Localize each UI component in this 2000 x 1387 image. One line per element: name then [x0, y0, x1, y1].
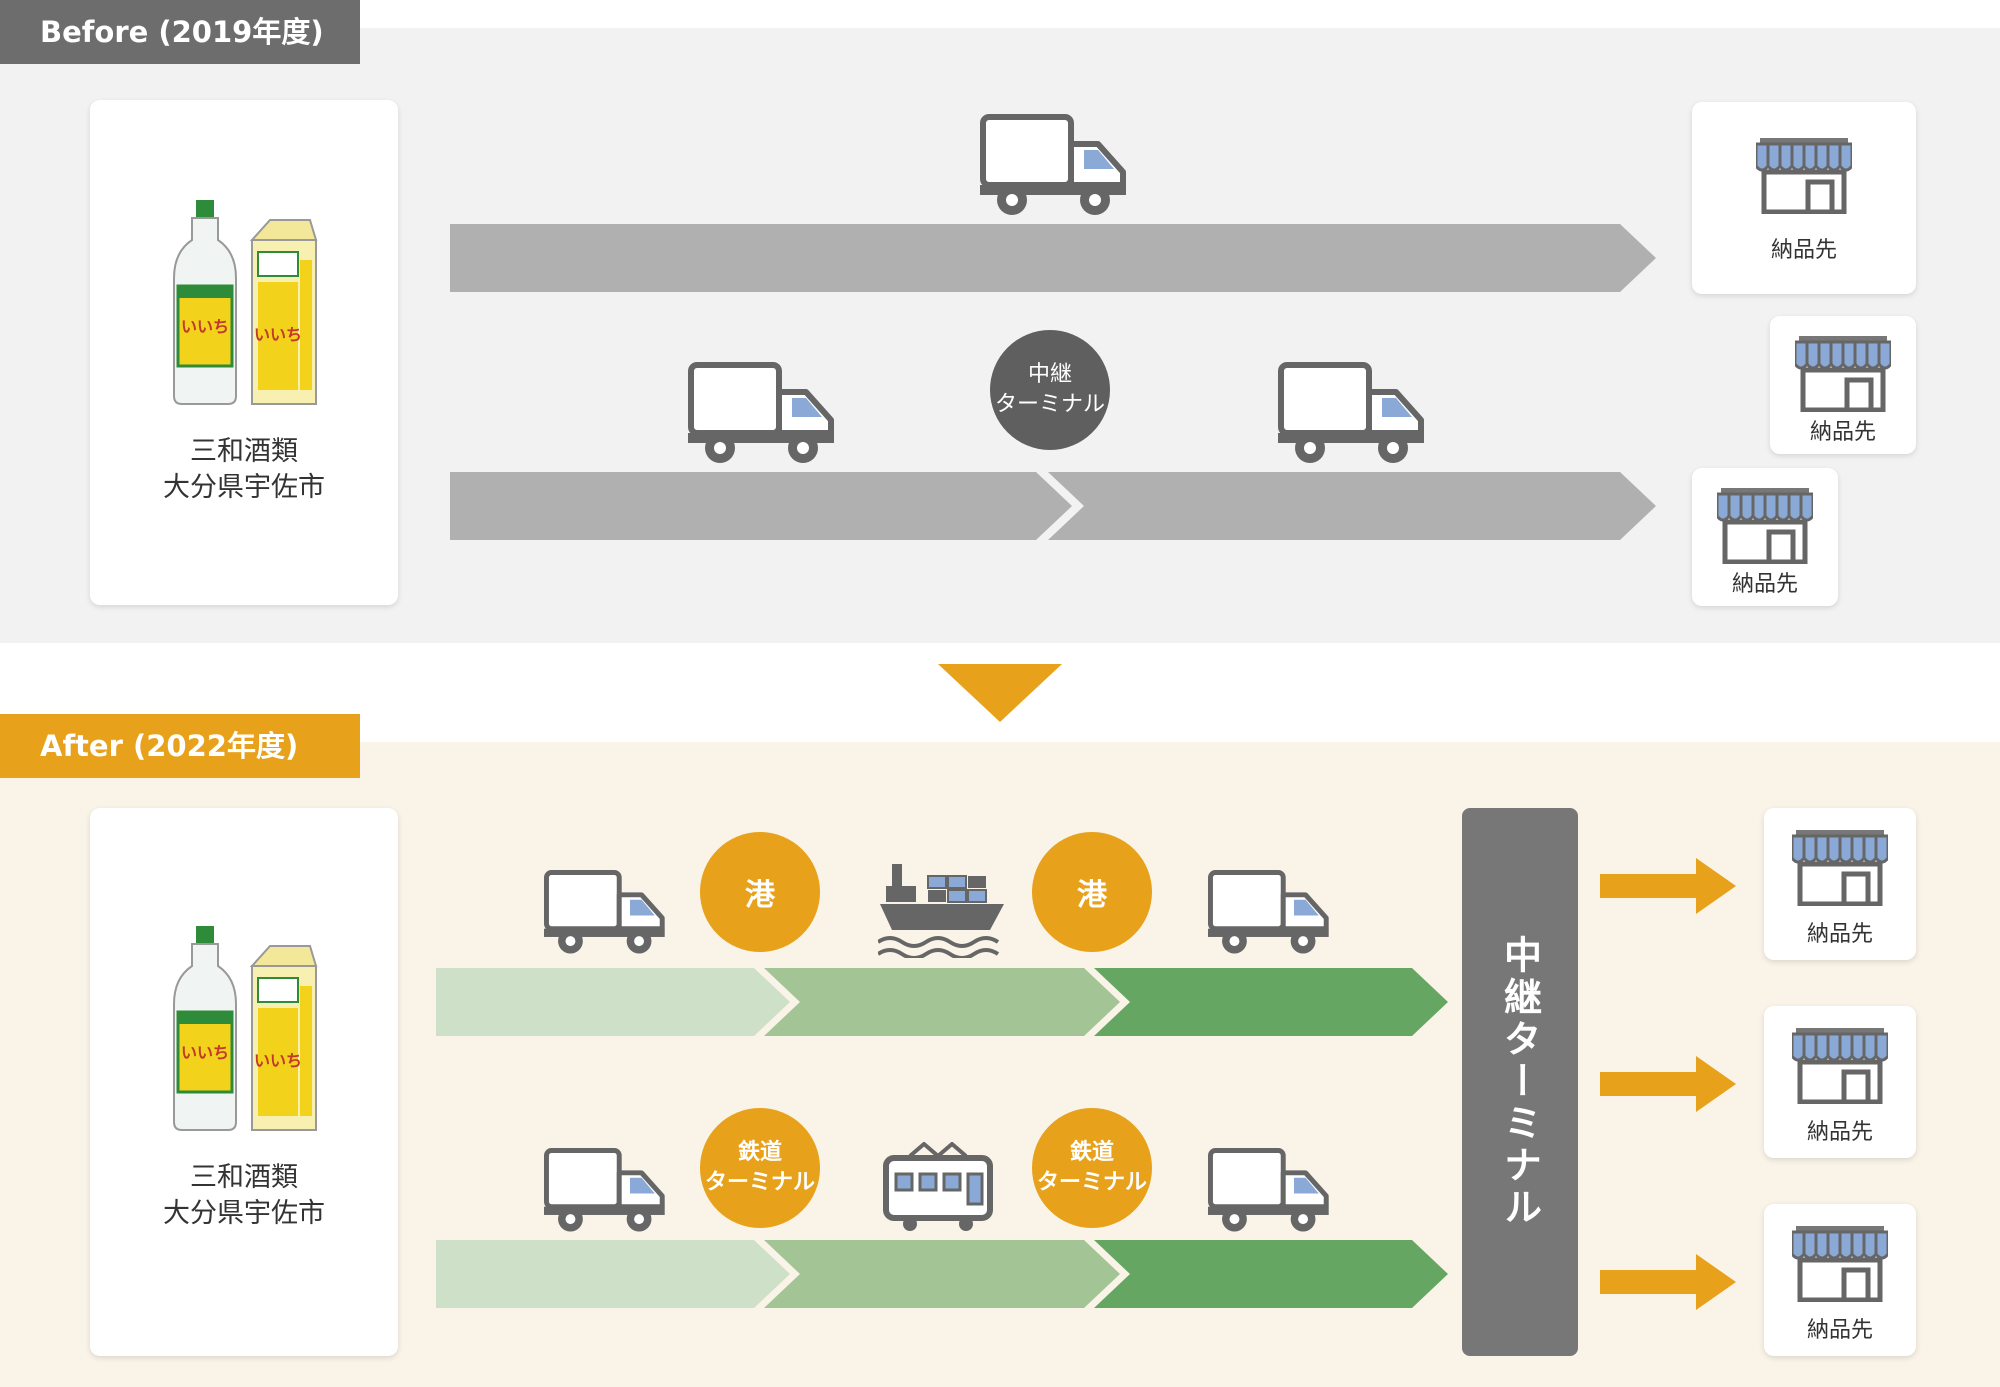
- destination-label: 納品先: [1806, 1120, 1873, 1145]
- before-tab: Before (2019年度): [0, 0, 360, 64]
- after-relay-terminal-bar: 中継ターミナル: [1462, 808, 1578, 1356]
- truck-icon: [1208, 870, 1332, 956]
- truck-icon: [688, 362, 838, 466]
- truck-icon: [544, 870, 668, 956]
- before-route-arrow-relay: [450, 472, 1656, 540]
- port-circle: 港: [700, 832, 820, 952]
- after-sea-route-arrow: [436, 968, 1448, 1036]
- destination-label: 納品先: [1806, 1318, 1873, 1343]
- delivery-arrow: [1600, 1254, 1736, 1310]
- store-icon: [1717, 488, 1813, 564]
- ship-icon: [878, 864, 1004, 958]
- after-rail-route-arrow: [436, 1240, 1448, 1308]
- destination-label: 納品先: [1770, 238, 1837, 263]
- destination-label: 納品先: [1809, 420, 1876, 445]
- destination-label: 納品先: [1731, 572, 1798, 597]
- rail-terminal-circle: 鉄道 ターミナル: [700, 1108, 820, 1228]
- store-icon: [1792, 1226, 1888, 1302]
- truck-icon: [980, 114, 1130, 218]
- before-destination-card: 納品先: [1692, 468, 1838, 606]
- before-relay-terminal-circle: 中継 ターミナル: [990, 330, 1110, 450]
- product-bottle-icon: [172, 926, 318, 1132]
- train-icon: [883, 1142, 993, 1231]
- rail-label-line1: 鉄道: [1069, 1140, 1114, 1165]
- origin-location: 大分県宇佐市: [163, 1198, 325, 1229]
- rail-terminal-circle: 鉄道 ターミナル: [1032, 1108, 1152, 1228]
- origin-location: 大分県宇佐市: [163, 472, 325, 503]
- relay-label-line2: ターミナル: [994, 392, 1105, 417]
- after-destination-card: 納品先: [1764, 808, 1916, 960]
- relay-label-line1: 中継: [1027, 362, 1072, 387]
- before-route-arrow-direct: [450, 224, 1656, 292]
- product-bottle-icon: [172, 200, 318, 406]
- origin-company: 三和酒類: [190, 436, 298, 467]
- port-label: 港: [1077, 878, 1107, 913]
- relay-terminal-label: 中継ターミナル: [1497, 935, 1542, 1229]
- truck-icon: [1278, 362, 1428, 466]
- port-circle: 港: [1032, 832, 1152, 952]
- store-icon: [1795, 336, 1891, 412]
- after-destination-card: 納品先: [1764, 1204, 1916, 1356]
- after-origin-card: 三和酒類 大分県宇佐市: [90, 808, 398, 1356]
- store-icon: [1792, 830, 1888, 906]
- before-origin-card: 三和酒類 大分県宇佐市: [90, 100, 398, 605]
- before-destination-card: 納品先: [1692, 102, 1916, 294]
- before-destination-card: 納品先: [1770, 316, 1916, 454]
- transition-arrow-down: [938, 664, 1062, 722]
- origin-company: 三和酒類: [190, 1162, 298, 1193]
- after-destination-card: 納品先: [1764, 1006, 1916, 1158]
- delivery-arrow: [1600, 1056, 1736, 1112]
- rail-label-line1: 鉄道: [737, 1140, 782, 1165]
- store-icon: [1792, 1028, 1888, 1104]
- destination-label: 納品先: [1806, 922, 1873, 947]
- rail-label-line2: ターミナル: [704, 1170, 815, 1195]
- truck-icon: [1208, 1148, 1332, 1234]
- rail-label-line2: ターミナル: [1036, 1170, 1147, 1195]
- port-label: 港: [745, 878, 775, 913]
- after-tab: After (2022年度): [0, 714, 360, 778]
- truck-icon: [544, 1148, 668, 1234]
- store-icon: [1756, 138, 1852, 214]
- delivery-arrow: [1600, 858, 1736, 914]
